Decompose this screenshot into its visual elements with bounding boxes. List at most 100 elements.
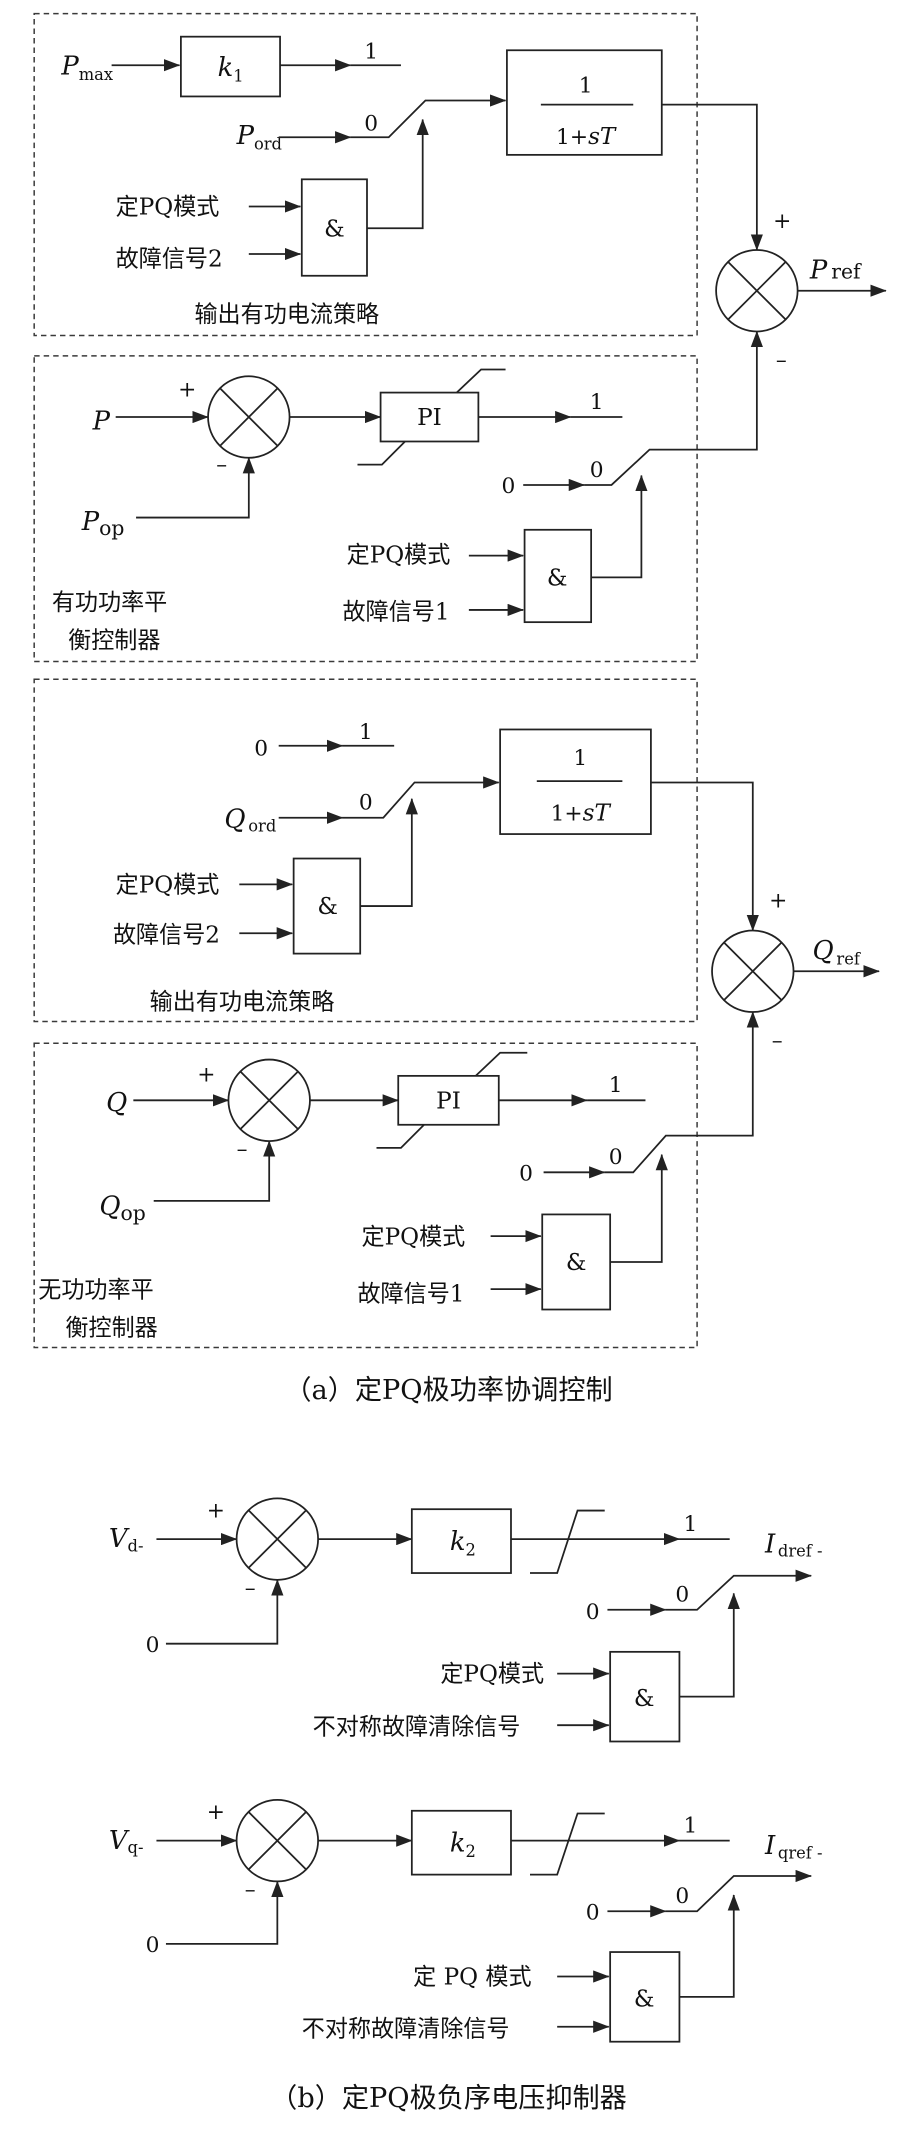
pi-upper-limit [456,368,506,394]
and-gate-symbol: & [566,1250,587,1276]
p-input-label: P [92,406,111,436]
v-q-sub: q- [128,1838,144,1857]
gain-var: k [450,1527,466,1557]
and-gate-block [541,1213,612,1311]
switch-position-1-label: 1 [590,390,604,415]
gain-k2-label: k2 [450,1829,476,1861]
summing-cross [727,261,787,321]
q-ref-var: Q [813,936,834,966]
p-ref-sub: ref [831,259,862,283]
pi-block [397,1074,500,1126]
pi-label: PI [436,1088,461,1114]
pi-lower-limit [376,1124,425,1149]
fault-input-label: 故障信号1 [357,1281,464,1307]
limiter-symbol [530,1812,605,1876]
q-input-label: Q [106,1088,127,1118]
fault-input-label: 故障信号1 [343,599,450,625]
mode-input-label: 定PQ模式 [347,542,451,568]
p-ord-var: P [236,121,255,151]
zero-reference-label: 0 [146,1633,160,1658]
gain-var: k [218,53,234,83]
panel-title-line-1: 有功功率平 [52,590,167,616]
switch-position-1-label: 1 [364,39,378,64]
panel-title: 输出有功电流策略 [150,989,335,1015]
fault-input-label: 故障信号2 [113,923,220,949]
and-gate-output [610,1153,668,1263]
and-gate-output [366,118,429,230]
figure-a-caption: （a）定PQ极功率协调控制 [284,1375,612,1406]
and-gate-output [679,1894,740,1998]
minus-sign: – [237,1137,248,1162]
gain-k2-block [410,1809,512,1876]
panel-border [33,678,698,1023]
v-d-input-label: Vd- [109,1524,144,1555]
panel-border [33,12,698,337]
gain-sub: 2 [465,1842,475,1861]
lag-numerator: 1 [573,746,587,771]
i-dref-sub: dref - [778,1542,823,1561]
q-op-var: Q [99,1191,120,1221]
q-op-signal [153,1140,276,1202]
q-op-sub: op [121,1201,146,1225]
pi-label: PI [417,405,442,431]
selector-switch-output [665,1869,812,1913]
gain-sub: 1 [233,67,243,86]
q-ord-var: Q [224,804,245,834]
pi-block [379,391,480,443]
minus-sign: – [245,1877,256,1902]
zero-input-label: 0 [519,1161,533,1186]
gain-var: k [450,1829,466,1859]
lag-denominator: 1+sT [551,800,612,826]
gain-k1-block [180,35,281,98]
p-ord-sub: ord [254,134,282,153]
zero-reference-signal [165,1579,284,1645]
selector-switch-output [584,330,763,486]
i-qref-var: I [764,1831,776,1861]
minus-sign: – [776,348,787,373]
switch-position-1-label: 1 [684,1814,698,1839]
p-op-signal [136,457,255,519]
p-op-label: Pop [81,507,125,540]
panel-title-line-2: 衡控制器 [65,1315,157,1341]
switch-position-0-label: 0 [364,111,378,136]
zero-reference-label: 0 [146,1933,160,1958]
fault-input-label: 故障信号2 [116,246,223,272]
mode-input-label: 定PQ模式 [116,195,220,221]
p-max-sub: max [79,65,113,84]
v-d-var: V [109,1524,130,1554]
plus-sign: + [178,378,196,403]
and-gate-symbol: & [317,894,338,920]
zero-input-label: 0 [501,474,515,499]
v-d-sub: d- [128,1536,144,1555]
switch-position-1-label: 1 [609,1073,623,1098]
gain-k2-label: k2 [450,1527,476,1559]
lag-denominator-var: sT [583,800,612,826]
selector-switch-output [604,1011,759,1174]
panel-border [33,1042,698,1349]
p-ref-var: P [809,255,828,285]
mode-input-label: 定PQ模式 [440,1662,544,1688]
switch-position-1-label: 1 [359,720,373,745]
and-gate-output [591,474,648,579]
lag-block [506,49,663,156]
and-gate-output [360,798,418,907]
selector-switch-output [665,1569,812,1611]
reactive-power-balance-panel: Q + – Qop PI 1 0 0 & 定PQ模式 [33,1011,759,1349]
lag-denominator-const: 1+ [556,125,588,150]
gain-sub: 2 [465,1540,475,1559]
switch-position-1-label: 1 [684,1512,698,1537]
limiter-symbol [530,1509,605,1574]
summing-cross [219,387,279,447]
panel-title-line-1: 无功功率平 [38,1277,153,1303]
lag-output-signal [661,103,763,251]
figure-a: Pmax k1 1 Pord 0 1 1+sT & [33,12,887,1406]
switch-position-0-label: 0 [609,1145,623,1170]
